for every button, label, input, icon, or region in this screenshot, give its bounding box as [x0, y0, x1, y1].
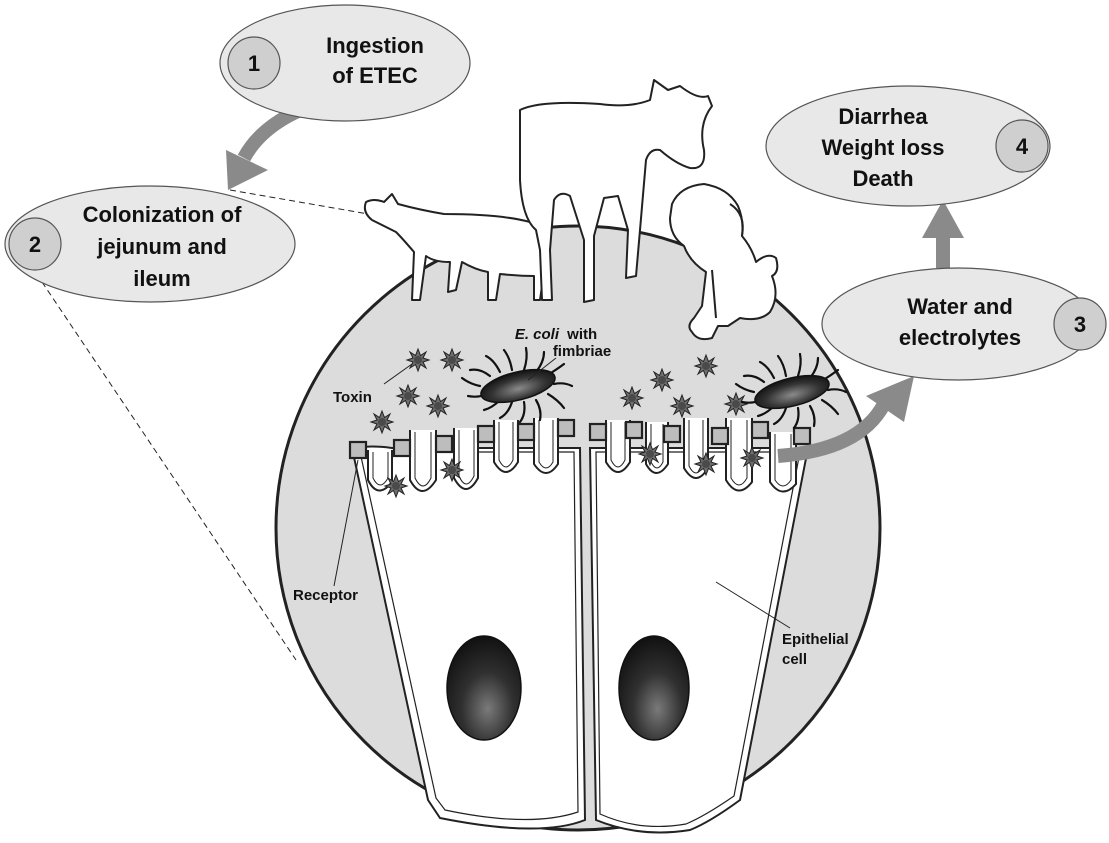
step-1: 1 Ingestion of ETEC	[220, 5, 470, 121]
step-4-line-2: Weight loss	[821, 135, 944, 160]
receptor-icon	[712, 428, 728, 444]
step-4-number: 4	[1016, 134, 1029, 159]
step-2-line-3: ileum	[133, 266, 190, 291]
receptor-icon	[436, 436, 452, 452]
receptor-icon	[558, 420, 574, 436]
step-2-number: 2	[29, 232, 41, 257]
toxin-icon	[407, 349, 429, 371]
step-3-ellipse	[822, 268, 1094, 380]
toxin-icon	[427, 395, 449, 417]
cell-label: cell	[782, 651, 807, 668]
toxin-icon	[371, 411, 393, 433]
toxin-label: Toxin	[333, 389, 372, 406]
step-3: 3 Water and electrolytes	[822, 268, 1106, 380]
toxin-icon	[385, 475, 407, 497]
receptor-icon	[626, 422, 642, 438]
epithelial-label: Epithelial	[782, 631, 849, 648]
toxin-icon	[639, 443, 661, 465]
toxin-icon	[397, 385, 419, 407]
step-1-line-1: Ingestion	[326, 33, 424, 58]
receptor-icon	[590, 424, 606, 440]
receptor-icon	[478, 426, 494, 442]
receptor-icon	[794, 428, 810, 444]
step-4: 4 Diarrhea Weight loss Death	[766, 86, 1050, 206]
toxin-icon	[725, 393, 747, 415]
step-3-line-1: Water and	[907, 294, 1013, 319]
receptor-icon	[664, 426, 680, 442]
toxin-icon	[651, 369, 673, 391]
ecoli-label-italic: E. coli	[515, 326, 560, 343]
toxin-icon	[441, 459, 463, 481]
ecoli-label: E. coli with	[515, 326, 597, 343]
step-1-number: 1	[248, 51, 260, 76]
receptor-icon	[394, 440, 410, 456]
receptor-icon	[518, 424, 534, 440]
step-3-line-2: electrolytes	[899, 325, 1021, 350]
receptor-label: Receptor	[293, 587, 358, 604]
step-3-number: 3	[1074, 312, 1086, 337]
toxin-icon	[671, 395, 693, 417]
step-2-line-1: Colonization of	[83, 202, 243, 227]
step-4-line-1: Diarrhea	[838, 104, 928, 129]
receptor-icon	[752, 422, 768, 438]
fimbriae-label: fimbriae	[553, 343, 611, 360]
step-4-line-3: Death	[852, 166, 913, 191]
step-2-line-2: jejunum and	[96, 234, 227, 259]
toxin-icon	[621, 387, 643, 409]
toxin-icon	[441, 349, 463, 371]
step-2: 2 Colonization of jejunum and ileum	[5, 186, 295, 302]
toxin-icon	[695, 453, 717, 475]
receptor-icon	[350, 442, 366, 458]
nucleus-icon	[619, 636, 689, 740]
step-1-line-2: of ETEC	[332, 63, 418, 88]
toxin-icon	[695, 355, 717, 377]
ecoli-label-with: with	[566, 326, 597, 343]
nucleus-icon	[447, 636, 521, 740]
toxin-icon	[741, 447, 763, 469]
arrow-1-to-2	[244, 110, 300, 158]
